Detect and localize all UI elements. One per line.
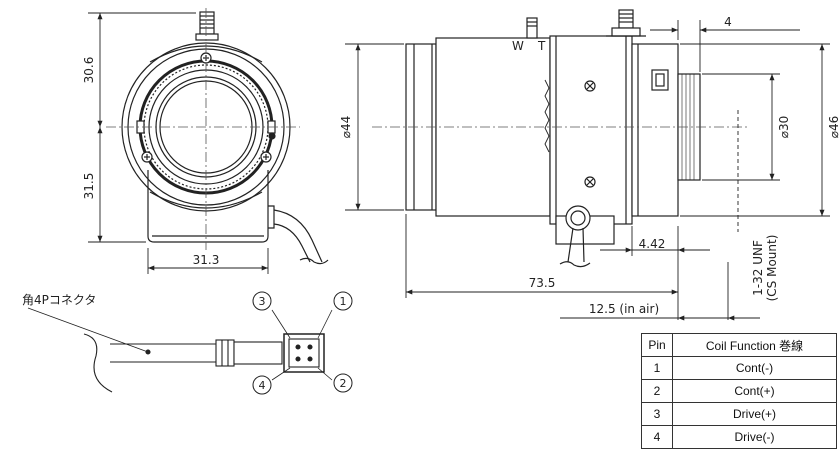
table-header-pin: Pin — [641, 333, 673, 357]
pin-number-2: 2 — [340, 377, 347, 390]
lens-mark-w: W — [512, 39, 524, 53]
dim-diameter-30: ⌀30 — [777, 116, 791, 139]
table-row: 2 Cont(+) — [641, 379, 837, 403]
dim-flange-width: 4 — [724, 15, 732, 29]
lens-mark-t: T — [537, 39, 546, 53]
table-row: 4 Drive(-) — [641, 425, 837, 449]
screw-icon — [141, 151, 153, 163]
pin-callouts — [252, 291, 353, 395]
table-cell-function: Cont(+) — [672, 379, 837, 403]
thread-spec-label: 1-32 UNF — [751, 240, 765, 296]
table-row: 3 Drive(+) — [641, 402, 837, 426]
iris-knob-side — [606, 9, 646, 37]
dim-diameter-44: ⌀44 — [339, 116, 353, 139]
dim-width-front: 31.3 — [193, 253, 220, 267]
screw-icon — [584, 176, 596, 188]
pin-number-1: 1 — [340, 295, 347, 308]
coil-function-table: Pin Coil Function 巻線 1 Cont(-) 2 Cont(+)… — [641, 333, 837, 449]
side-view — [405, 9, 701, 268]
dim-height-bottom: 31.5 — [82, 173, 96, 200]
pin-number-3: 3 — [259, 295, 266, 308]
mounting-bracket — [147, 170, 269, 243]
front-view — [121, 11, 329, 265]
dim-flange-offset: 4.42 — [639, 237, 666, 251]
table-cell-function: Drive(-) — [672, 425, 837, 449]
iris-knob-front — [195, 11, 219, 41]
connector-cable — [27, 307, 333, 393]
table-cell-pin: 2 — [641, 379, 673, 403]
table-cell-function: Cont(-) — [672, 356, 837, 380]
table-cell-pin: 1 — [641, 356, 673, 380]
cable-side — [555, 205, 615, 268]
dim-height-top: 30.6 — [82, 57, 96, 84]
mount-type-label: (CS Mount) — [765, 235, 779, 302]
table-cell-function: Drive(+) — [672, 402, 837, 426]
connector-label: 角4Pコネクタ — [22, 293, 96, 307]
table-cell-pin: 4 — [641, 425, 673, 449]
screw-icon — [260, 151, 272, 163]
pin-number-4: 4 — [259, 379, 266, 392]
table-row: 1 Cont(-) — [641, 356, 837, 380]
cable-front — [268, 205, 329, 265]
screw-icon — [584, 80, 596, 92]
connector-housing — [283, 333, 325, 373]
dim-back-focus: 12.5 (in air) — [589, 302, 659, 316]
table-header-function: Coil Function 巻線 — [672, 333, 837, 357]
dim-diameter-46: ⌀46 — [827, 116, 840, 139]
table-header-row: Pin Coil Function 巻線 — [641, 333, 837, 357]
table-cell-pin: 3 — [641, 402, 673, 426]
dim-length-total: 73.5 — [529, 276, 556, 290]
